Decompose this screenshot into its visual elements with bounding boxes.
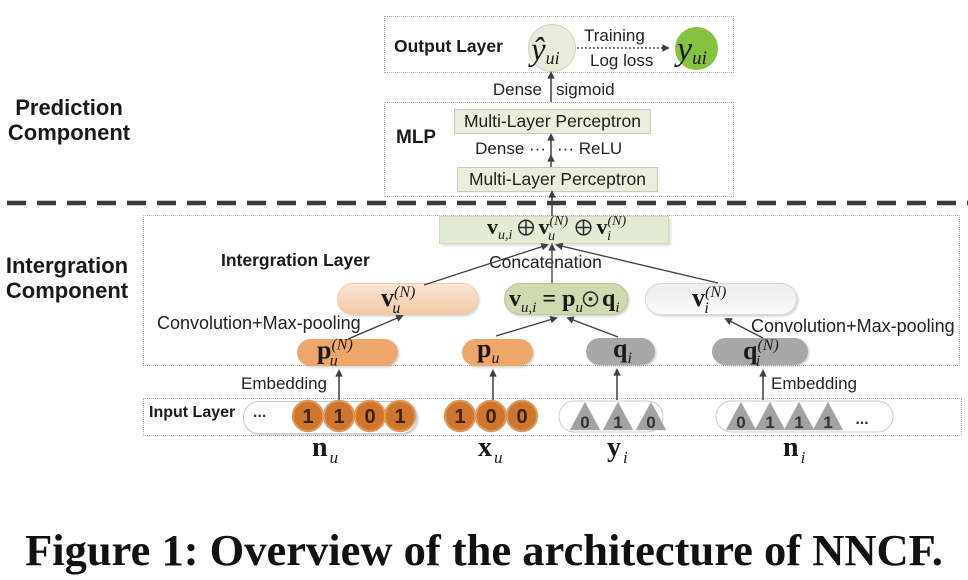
svg-text:...: ... (855, 411, 868, 428)
svg-text:yui: yui (674, 31, 707, 69)
svg-text:qi: qi (602, 286, 620, 316)
svg-text:1: 1 (613, 413, 622, 432)
svg-text:v(N)u: v(N)u (381, 283, 415, 317)
svg-text:yi: yi (607, 432, 628, 467)
svg-text:1: 1 (454, 406, 465, 428)
svg-text:0: 0 (580, 413, 589, 432)
svg-text:1: 1 (333, 406, 344, 428)
svg-text:0: 0 (516, 406, 527, 428)
svg-text:nu: nu (312, 432, 338, 467)
svg-text:1: 1 (302, 406, 313, 428)
svg-text:p(N)u: p(N)u (317, 336, 353, 370)
svg-text:ni: ni (783, 432, 806, 467)
svg-text:v(N)i: v(N)i (692, 283, 726, 317)
svg-text:v(N)u: v(N)u (539, 214, 569, 244)
svg-text:1: 1 (794, 413, 803, 432)
svg-text:0: 0 (364, 406, 375, 428)
svg-text:vu,i: vu,i (487, 214, 513, 243)
svg-text:ŷui: ŷui (528, 32, 560, 68)
svg-text:1: 1 (765, 413, 774, 432)
svg-text:0: 0 (646, 413, 655, 432)
svg-text:1: 1 (823, 413, 832, 432)
svg-text:qi: qi (613, 334, 632, 367)
svg-text:v(N)i: v(N)i (597, 214, 627, 244)
svg-text:xu: xu (478, 432, 503, 467)
svg-text:q(N)i: q(N)i (743, 336, 779, 370)
svg-text:0: 0 (736, 413, 745, 432)
svg-text:vu,i = pu: vu,i = pu (509, 286, 583, 316)
svg-text:pu: pu (477, 334, 499, 367)
svg-text:0: 0 (485, 406, 496, 428)
svg-text:1: 1 (394, 406, 405, 428)
